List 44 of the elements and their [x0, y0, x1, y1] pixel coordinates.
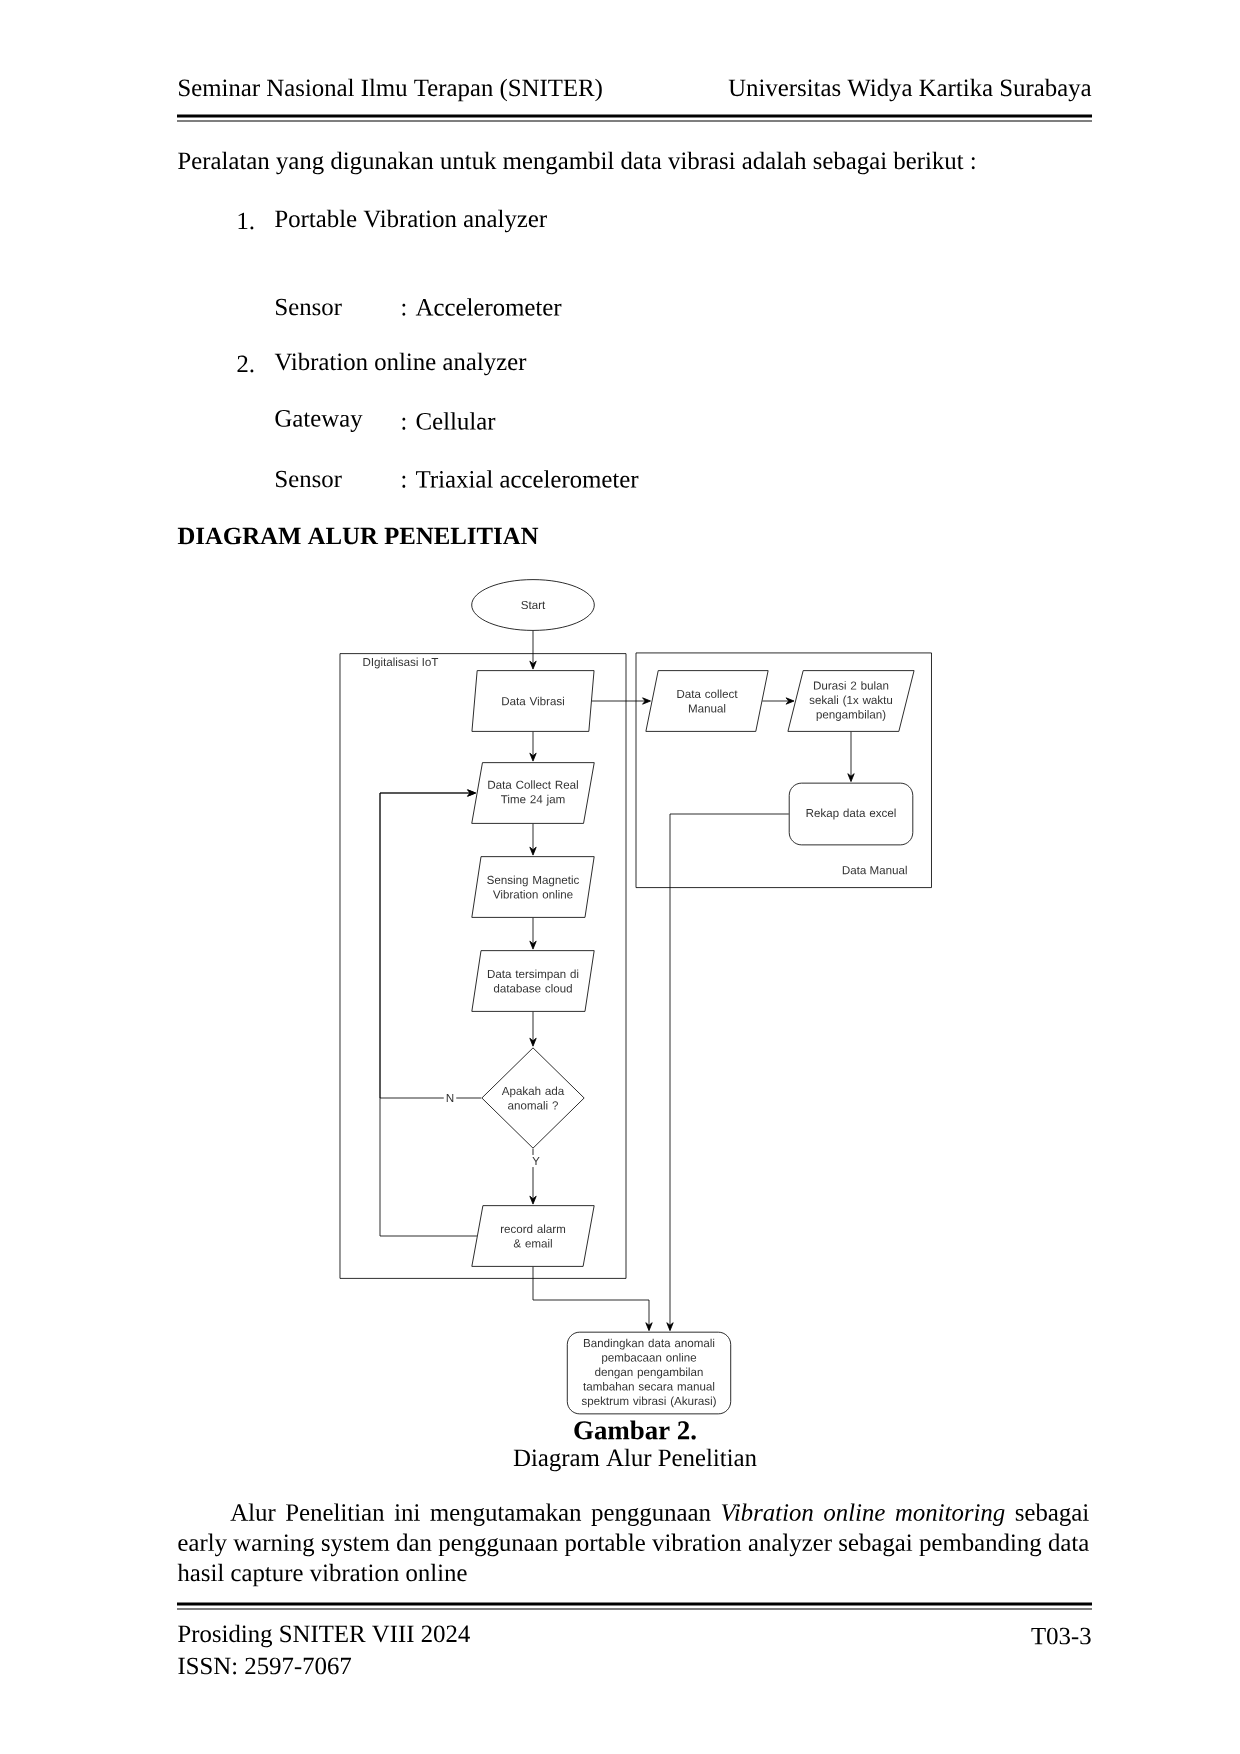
data-parallelogram: Data collect Manual [645, 670, 769, 732]
list-text: 2. [237, 355, 254, 373]
edge-label: N [443, 1091, 457, 1105]
edge-label: Y [530, 1154, 542, 1168]
figure-caption: Diagram Alur Penelitian [513, 1448, 757, 1472]
arrow [529, 823, 537, 856]
arrow [529, 917, 537, 950]
running-footer: ISSN: 2597-7067 [178, 1657, 352, 1675]
data-parallelogram: Durasi 2 bulan sekali (1x waktu pengambilan) [787, 670, 915, 732]
arrow [529, 1011, 537, 1047]
arrow [847, 731, 855, 782]
process-box: Rekap data excel [788, 782, 914, 846]
data-parallelogram: record alarm & email [471, 1205, 595, 1267]
list-text: : Triaxial accelerometer [402, 470, 639, 488]
arrow [529, 1148, 537, 1205]
list-text: Vibration online analyzer [274, 352, 527, 376]
list-text: Sensor [276, 298, 342, 316]
data-parallelogram: Data Vibrasi [471, 670, 595, 732]
arrow [591, 697, 651, 705]
arrow [666, 813, 790, 1332]
list-text: 1. [238, 212, 254, 230]
arrow [532, 1266, 653, 1332]
process-box: Bandingkan data anomali pembacaan online dengan pengambilan tambahan secara manual spektrum vibrasi (Akurasi) [566, 1331, 732, 1415]
section-heading: DIAGRAM ALUR PENELITIAN [177, 527, 539, 545]
running-footer: Prosiding SNITER VIII 2024 [178, 1624, 470, 1648]
list-text: : Accelerometer [402, 298, 562, 316]
body-paragraph: Alur Penelitian ini mengutamakan penggunaan Vibration online monitoring sebagai early warning system dan penggunaan portable vibration analyzer sebagai pembanding data hasil capture vibration online [177, 1503, 1089, 1587]
list-text: Gateway [275, 410, 363, 432]
data-parallelogram: Sensing Magnetic Vibration online [471, 856, 595, 918]
running-header: Universitas Widya Kartika Surabaya [728, 78, 1092, 102]
group-title: DIgitalisasi IoT [363, 657, 439, 669]
data-parallelogram: Data Collect Real Time 24 jam [471, 762, 595, 824]
arrow [529, 731, 537, 762]
group-title: Data Manual [842, 865, 907, 875]
page-number: T03-3 [1031, 1627, 1091, 1645]
arrow [761, 697, 795, 705]
running-header: Seminar Nasional Ilmu Terapan (SNITER) [179, 78, 602, 102]
list-text: Portable Vibration analyzer [275, 209, 547, 233]
body-text: Peralatan yang digunakan untuk mengambil data vibrasi adalah sebagai berikut : [178, 151, 975, 175]
list-text: Sensor [276, 470, 342, 488]
arrow [529, 630, 537, 670]
arrow [379, 789, 478, 1237]
data-parallelogram: Data tersimpan di database cloud [471, 950, 595, 1012]
list-text: : Cellular [402, 412, 496, 430]
